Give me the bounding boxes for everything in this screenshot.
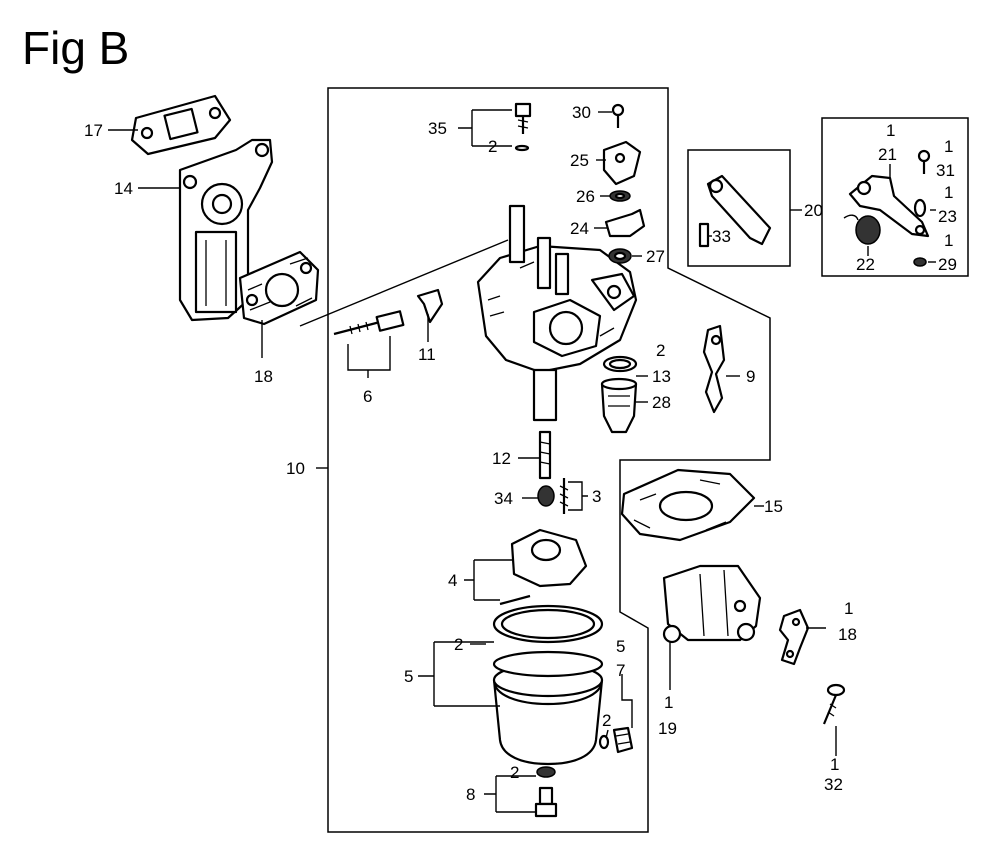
- pilot-screw-6: [333, 310, 405, 336]
- label-1-21: 1: [886, 121, 895, 140]
- nut-29: [913, 257, 927, 267]
- label-11: 11: [418, 345, 436, 364]
- label-27: 27: [646, 247, 665, 266]
- figure-title: Fig B: [22, 22, 129, 74]
- lever-set-frame: [687, 149, 791, 267]
- label-2-13: 2: [656, 341, 665, 360]
- main-jet-12: [538, 430, 552, 480]
- label-3: 3: [592, 487, 601, 506]
- screw-31: [917, 149, 931, 174]
- label-22: 22: [856, 255, 875, 274]
- float-chamber-5: [492, 604, 604, 766]
- label-12: 12: [492, 449, 511, 468]
- clip-9: [702, 324, 726, 414]
- label-29: 29: [938, 255, 957, 274]
- label-1-18: 1: [844, 599, 853, 618]
- label-1-31: 1: [944, 137, 953, 156]
- bolt-32: [822, 683, 846, 725]
- label-7: 7: [616, 661, 625, 680]
- label-8: 8: [466, 785, 475, 804]
- label-25: 25: [570, 151, 589, 170]
- washer-2-drain: [598, 734, 610, 750]
- ring-27: [608, 248, 632, 264]
- label-17: 17: [84, 121, 103, 140]
- bracket-19: [662, 564, 762, 644]
- screw-30: [611, 103, 625, 128]
- label-18: 18: [254, 367, 273, 386]
- label-10: 10: [286, 459, 305, 478]
- label-18-right: 18: [838, 625, 857, 644]
- label-32: 32: [824, 775, 843, 794]
- label-2-8: 2: [510, 763, 519, 782]
- lever-20: [698, 174, 772, 248]
- choke-lever-21: [848, 174, 930, 238]
- label-21: 21: [878, 145, 897, 164]
- label-13: 13: [652, 367, 671, 386]
- label-23: 23: [938, 207, 957, 226]
- label-14: 14: [114, 179, 133, 198]
- nozzle-34: [537, 485, 555, 507]
- label-5-right: 5: [616, 637, 625, 656]
- alignment-line: [299, 239, 509, 327]
- o-ring-13: [602, 355, 638, 373]
- label-34: 34: [494, 489, 513, 508]
- float-4: [499, 528, 588, 606]
- clip-18: [778, 608, 810, 666]
- filter-28: [600, 377, 638, 434]
- valve-24: [604, 208, 646, 238]
- spring-23: [913, 198, 927, 218]
- label-1-32: 1: [830, 755, 839, 774]
- collar-22: [843, 214, 881, 245]
- carburetor-assembly-frame: [327, 87, 771, 833]
- drain-screw-7: [612, 726, 634, 754]
- label-15: 15: [764, 497, 783, 516]
- leader-lines: [108, 109, 936, 813]
- screw-35: [514, 102, 532, 152]
- label-1-29: 1: [944, 231, 953, 250]
- choke-lever-kit-frame: [821, 117, 969, 277]
- label-24: 24: [570, 219, 589, 238]
- label-1-19: 1: [664, 693, 673, 712]
- carburetor-body-10: [476, 204, 638, 422]
- label-5: 5: [404, 667, 413, 686]
- label-1-23: 1: [944, 183, 953, 202]
- label-6: 6: [363, 387, 372, 406]
- bolt-8: [534, 766, 558, 818]
- label-35: 35: [428, 119, 447, 138]
- label-4: 4: [448, 571, 457, 590]
- gasket-17: [130, 94, 232, 156]
- label-26: 26: [576, 187, 595, 206]
- cover-25: [602, 140, 642, 186]
- screw-11: [416, 288, 444, 324]
- label-30: 30: [572, 103, 591, 122]
- label-2-5: 2: [454, 635, 463, 654]
- label-2-35: 2: [488, 137, 497, 156]
- insulator-gasket-18: [238, 250, 320, 326]
- label-31: 31: [936, 161, 955, 180]
- needle-3: [559, 478, 569, 514]
- label-28: 28: [652, 393, 671, 412]
- label-20: 20: [804, 201, 823, 220]
- bracket-14: [178, 138, 274, 322]
- label-19: 19: [658, 719, 677, 738]
- label-9: 9: [746, 367, 755, 386]
- label-33: 33: [712, 227, 731, 246]
- label-2-7: 2: [602, 711, 611, 730]
- washer-26: [609, 190, 631, 202]
- part-labels: 17 14 18 6 11 10 35 2 30 25 26 24 27 2 1…: [84, 103, 957, 804]
- gasket-15: [620, 468, 756, 542]
